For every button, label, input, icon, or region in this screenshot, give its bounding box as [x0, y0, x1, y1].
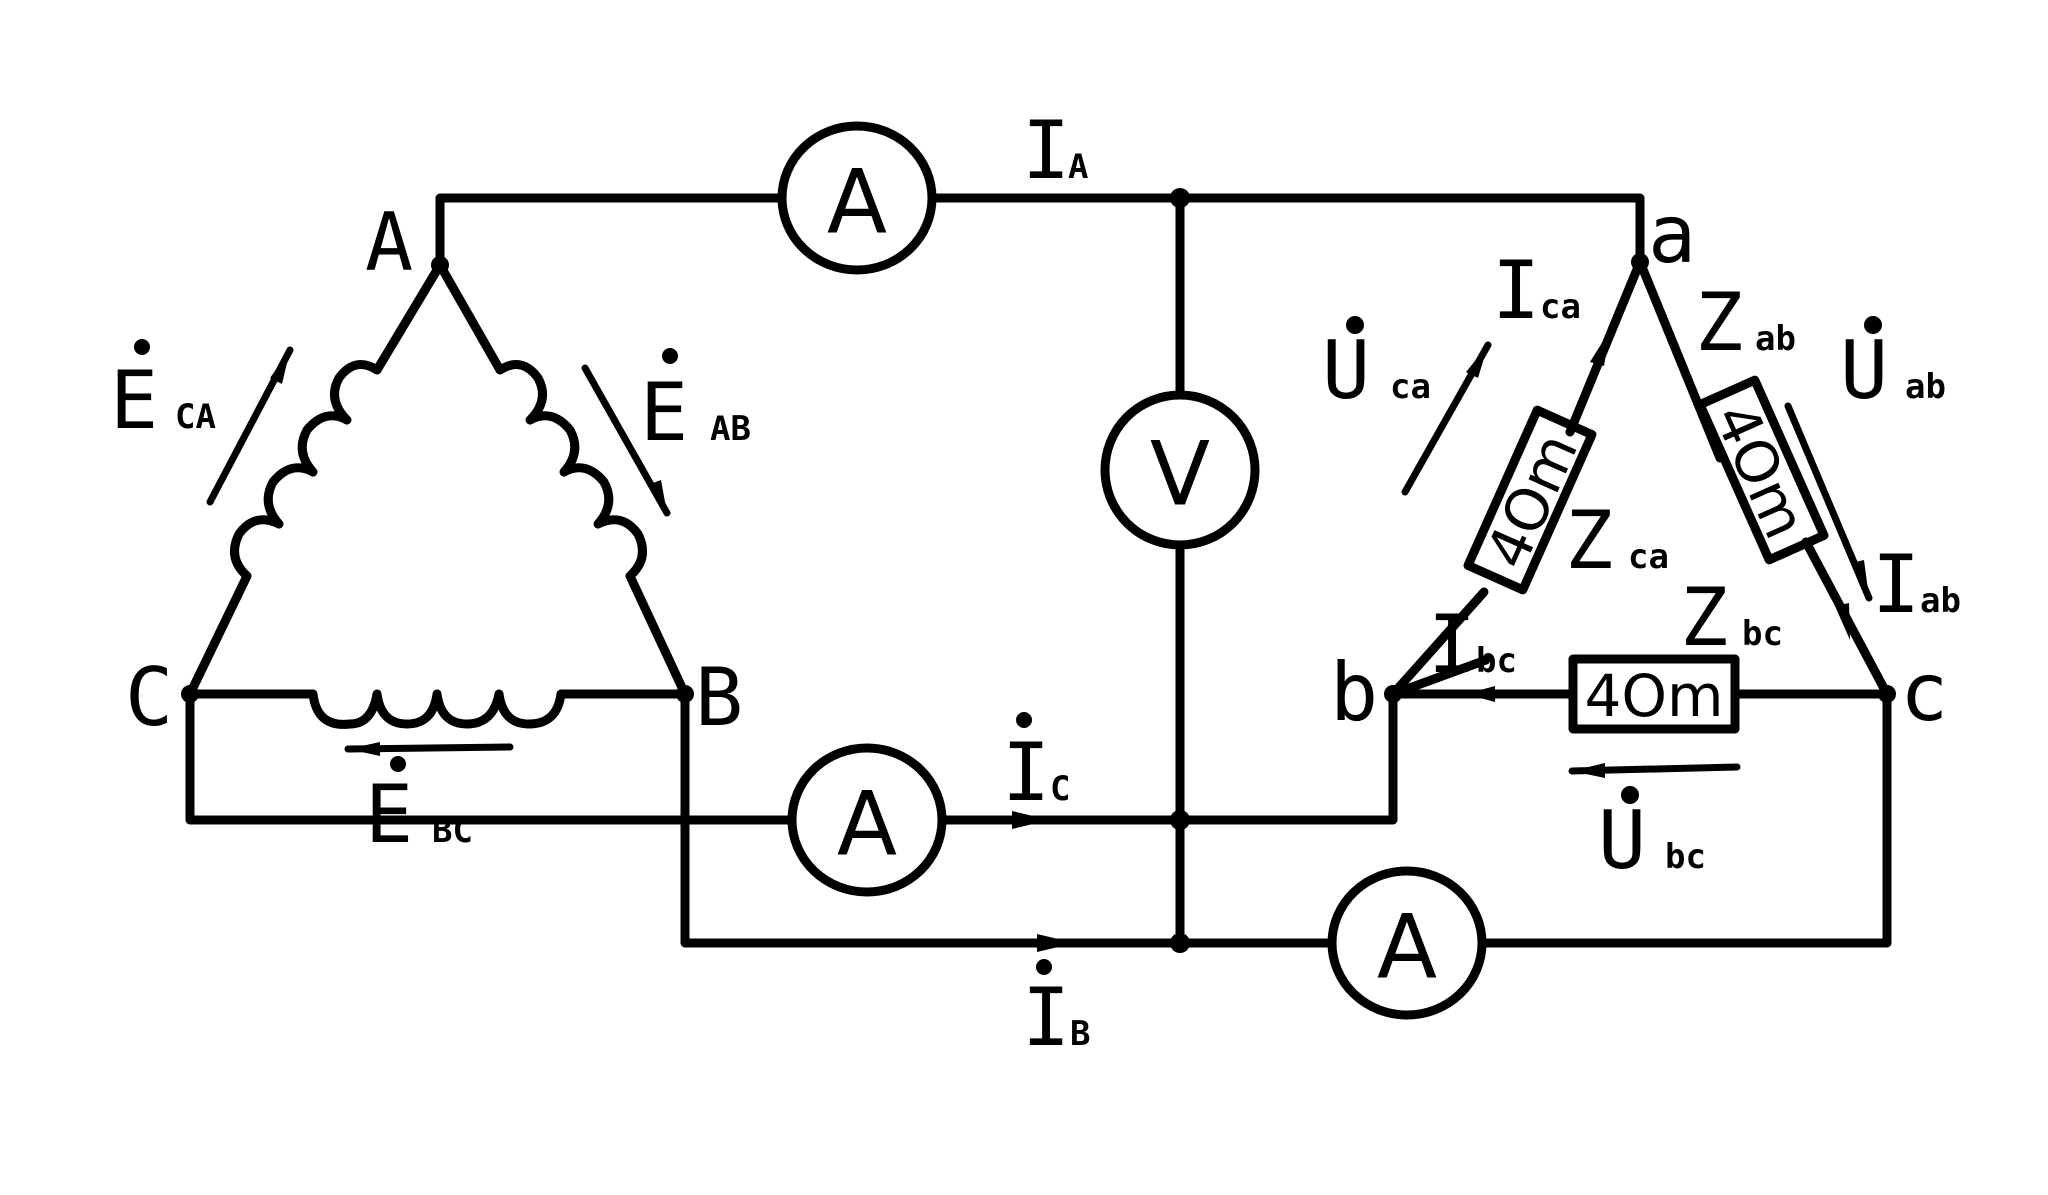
ammeter-symbol: A	[827, 151, 887, 254]
svg-text:CA: CA	[175, 397, 216, 437]
svg-text:ca: ca	[1628, 537, 1669, 577]
label-node-B: B	[695, 651, 743, 744]
svg-text:I: I	[1428, 598, 1476, 691]
arrow-i-c	[1012, 811, 1050, 829]
ammeter-line-B: A	[1327, 866, 1487, 1020]
arrow-e-ca	[206, 346, 294, 506]
label-z-ca: Z ca	[1565, 494, 1669, 587]
wire-line-C	[185, 689, 797, 825]
ammeter-symbol: A	[837, 773, 897, 876]
resistor-value: 4Om	[1701, 393, 1820, 548]
wire-line-A	[435, 193, 787, 270]
wire-line-B	[680, 689, 1337, 948]
svg-text:ab: ab	[1905, 367, 1946, 407]
winding-ca	[185, 260, 445, 699]
label-u-bc: U bc	[1598, 786, 1706, 887]
svg-text:bc: bc	[1742, 614, 1783, 654]
arrow-e-bc	[344, 742, 514, 756]
label-i-ab: I ab	[1872, 538, 1961, 631]
label-i-bc: I bc	[1428, 598, 1517, 691]
svg-text:I: I	[1022, 971, 1070, 1064]
label-node-b: b	[1330, 646, 1378, 739]
svg-text:A: A	[1068, 147, 1088, 187]
load-branch-ca-lower	[1388, 587, 1489, 699]
wire-line-A-2	[927, 193, 1645, 267]
voltmeter-symbol: V	[1150, 423, 1210, 526]
arrow-u-ca	[1401, 341, 1492, 496]
junction-dot	[1170, 933, 1190, 953]
junction-dot	[1170, 188, 1190, 208]
wire-line-C-2	[937, 689, 1398, 825]
winding-bc	[185, 689, 690, 729]
svg-text:Z: Z	[1565, 494, 1613, 587]
node-c-dot	[1878, 685, 1896, 703]
svg-text:U: U	[1598, 794, 1646, 887]
resistor-value: 4Om	[1584, 662, 1723, 730]
svg-text:ab: ab	[1920, 581, 1961, 621]
svg-text:E: E	[365, 768, 413, 861]
svg-text:B: B	[1070, 1014, 1090, 1054]
svg-text:ab: ab	[1755, 319, 1796, 359]
svg-text:Z: Z	[1695, 276, 1743, 369]
label-node-c: c	[1900, 646, 1948, 739]
label-i-a: I A	[1022, 104, 1088, 197]
svg-text:bc: bc	[1665, 837, 1706, 877]
svg-text:E: E	[110, 354, 158, 447]
arrow-u-bc	[1568, 763, 1741, 778]
label-u-ca: U ca	[1322, 316, 1431, 417]
label-i-c: I C	[1002, 712, 1070, 819]
source-delta	[185, 260, 690, 729]
label-i-ca: I ca	[1492, 244, 1581, 337]
label-e-ab: E AB	[640, 348, 751, 459]
wire-line-B-2	[1477, 689, 1892, 948]
label-z-ab: Z ab	[1695, 276, 1796, 369]
label-z-bc: Z bc	[1680, 571, 1783, 664]
svg-text:I: I	[1022, 104, 1070, 197]
arrow-u-ab	[1784, 402, 1873, 602]
voltmeter: V	[1100, 390, 1260, 550]
node-a-dot	[1631, 253, 1649, 271]
label-i-b: I B	[1022, 959, 1090, 1064]
arrow-i-ca	[1590, 330, 1610, 366]
winding-ab	[435, 260, 690, 699]
svg-text:ca: ca	[1390, 367, 1431, 407]
svg-text:Z: Z	[1680, 571, 1728, 664]
svg-text:U: U	[1840, 324, 1888, 417]
ammeter-line-C: A	[787, 743, 947, 897]
label-e-ca: E CA	[110, 339, 216, 447]
label-u-ab: U ab	[1840, 316, 1946, 417]
junction-dot	[1170, 810, 1190, 830]
label-node-C: C	[125, 651, 173, 744]
ammeter-line-A: A	[777, 121, 937, 275]
svg-text:C: C	[1050, 769, 1070, 809]
ammeter-symbol: A	[1377, 896, 1437, 999]
svg-text:I: I	[1492, 244, 1540, 337]
arrow-i-ab	[1835, 603, 1850, 640]
arrow-e-ab	[581, 364, 671, 517]
arrow-i-bc	[1466, 686, 1495, 702]
resistor-z-bc: 4Om	[1568, 654, 1740, 734]
label-node-A: A	[365, 196, 413, 289]
svg-text:ca: ca	[1540, 287, 1581, 327]
svg-text:E: E	[640, 366, 688, 459]
node-b-dot	[1384, 685, 1402, 703]
label-node-a: a	[1648, 188, 1696, 281]
svg-text:BC: BC	[432, 811, 473, 851]
resistor-z-ab: 4Om	[1695, 375, 1829, 565]
svg-text:I: I	[1872, 538, 1920, 631]
arrow-i-b	[1037, 934, 1075, 952]
svg-text:AB: AB	[710, 409, 751, 449]
svg-text:bc: bc	[1476, 641, 1517, 681]
svg-text:I: I	[1002, 726, 1050, 819]
svg-text:U: U	[1322, 324, 1370, 417]
label-e-bc: E BC	[365, 756, 473, 861]
